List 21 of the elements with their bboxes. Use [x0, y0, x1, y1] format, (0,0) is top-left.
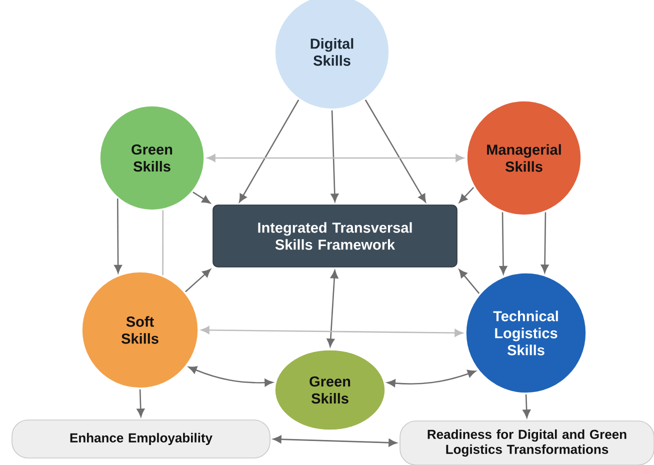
arrow [522, 394, 531, 418]
arrow [136, 389, 145, 417]
arrow [114, 198, 122, 274]
outcome-box: Enhance Employability [12, 420, 270, 458]
arrow [238, 100, 300, 202]
framework-box: Integrated Transversal Skills Framework [212, 204, 458, 268]
arrow [364, 100, 426, 202]
arrow [201, 326, 463, 337]
arrow [330, 110, 339, 202]
arrow [326, 270, 338, 347]
arrow [273, 435, 397, 447]
arrow [192, 192, 210, 204]
arrow [387, 370, 476, 388]
outcome-box: Readiness for Digital and Green Logistics Transformations [400, 420, 654, 465]
arrow [458, 269, 480, 294]
arrow [188, 366, 273, 387]
arrow [540, 212, 549, 273]
arrow [207, 154, 464, 162]
arrow [499, 212, 508, 274]
arrow [459, 186, 474, 203]
arrow [185, 268, 211, 292]
